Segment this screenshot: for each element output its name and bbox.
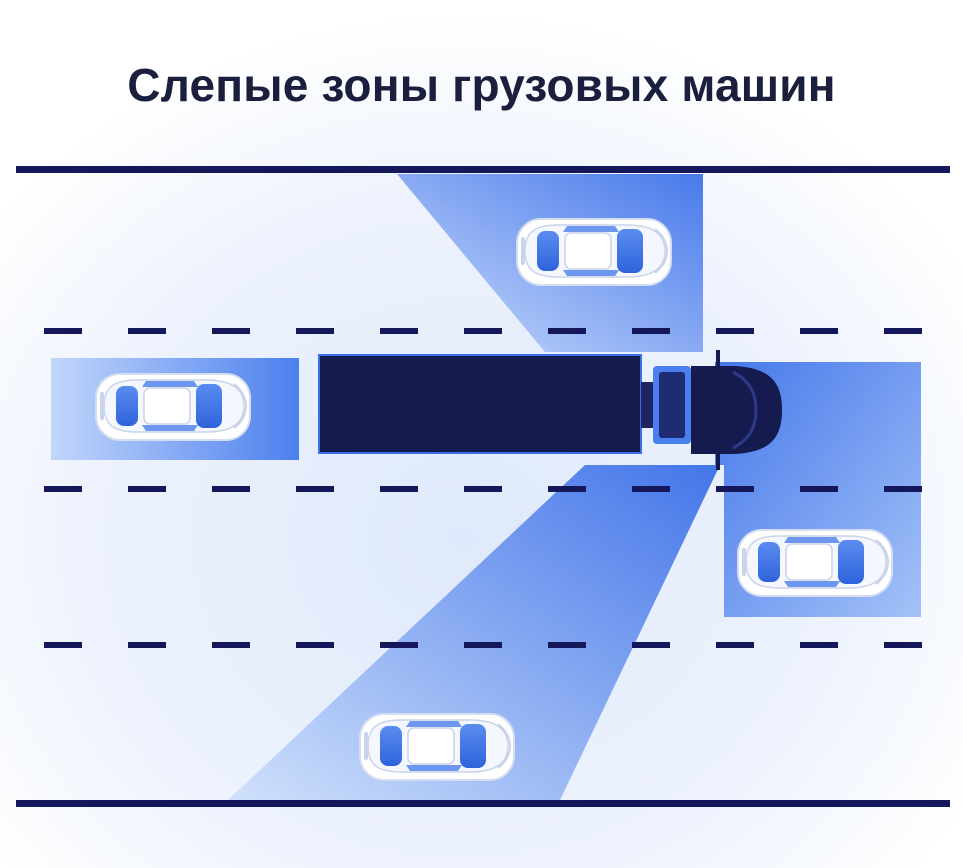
car-icon (516, 218, 672, 286)
truck-mirror-top (716, 350, 720, 366)
road-edge-bottom (16, 800, 950, 807)
page-title: Слепые зоны грузовых машин (127, 59, 836, 111)
truck-icon (318, 350, 782, 470)
blind-zone-right-side (228, 465, 720, 800)
car-icon (95, 373, 251, 441)
truck-mirror-bottom (716, 454, 720, 470)
truck-cab (691, 366, 782, 454)
car-icon (737, 529, 893, 597)
truck-hitch (641, 382, 653, 428)
road-edge-top (16, 166, 950, 173)
car-icon (359, 713, 515, 781)
truck-trailer (318, 354, 642, 454)
